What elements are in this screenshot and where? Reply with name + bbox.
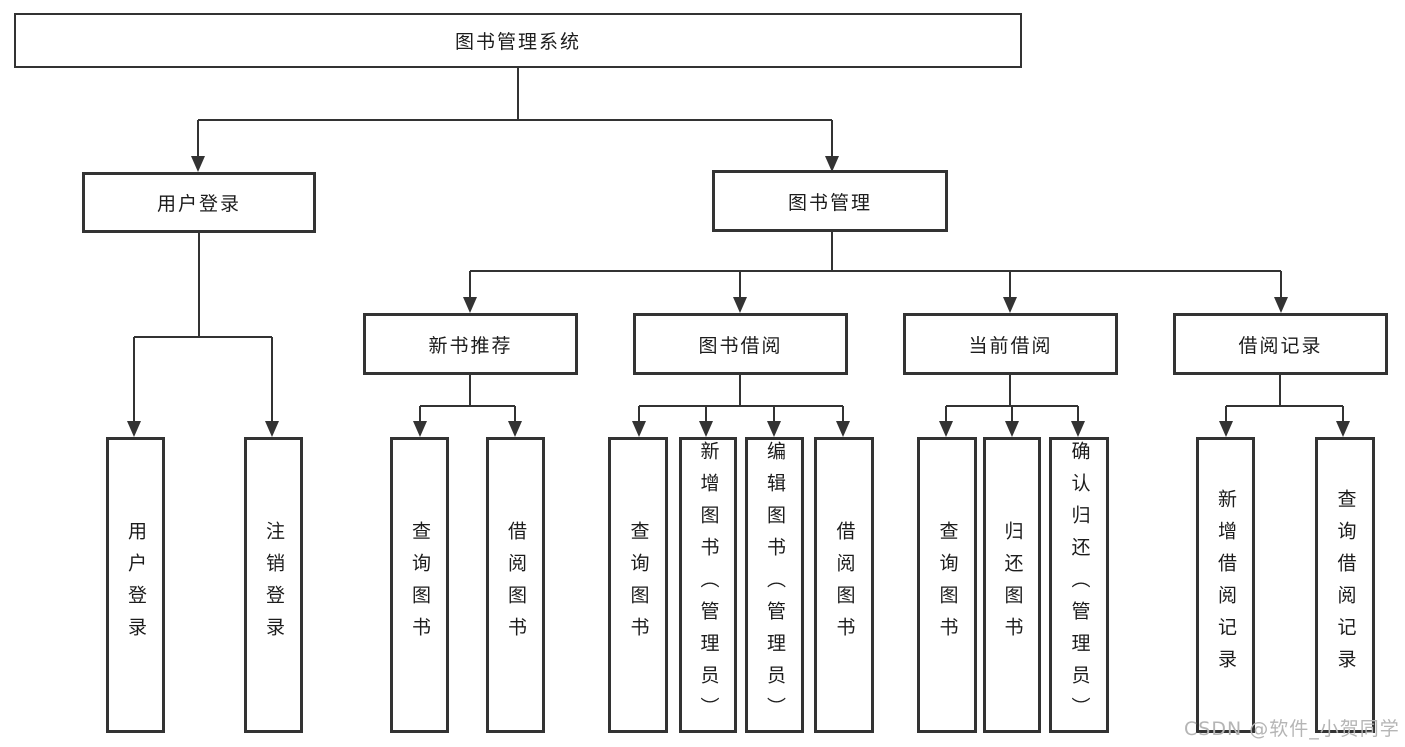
leaf-add-borrow-record: 新增借阅记录: [1196, 437, 1255, 733]
node-label: 图书管理系统: [454, 31, 581, 53]
node-label: 确认归还（管理员）: [1068, 441, 1091, 729]
node-label: 借阅图书: [833, 521, 856, 649]
leaf-edit-book-admin: 编辑图书（管理员）: [745, 437, 804, 733]
node-borrow-record: 借阅记录: [1173, 313, 1388, 375]
leaf-user-login: 用户登录: [106, 437, 165, 733]
node-label: 查询图书: [409, 521, 431, 649]
node-book-management: 图书管理: [712, 170, 948, 232]
node-label: 新增图书（管理员）: [697, 441, 720, 729]
node-label: 图书管理: [787, 191, 872, 214]
leaf-logout-login: 注销登录: [244, 437, 303, 733]
node-label: 用户登录: [156, 193, 241, 215]
node-label: 编辑图书（管理员）: [764, 441, 786, 729]
node-label: 借阅图书: [505, 521, 527, 649]
node-label: 查询图书: [627, 521, 650, 649]
leaf-query-borrow-record: 查询借阅记录: [1315, 437, 1375, 733]
node-label: 查询图书: [936, 521, 959, 649]
leaf-query-book-recommend: 查询图书: [390, 437, 449, 733]
node-user-login: 用户登录: [82, 172, 316, 233]
node-label: 图书借阅: [698, 334, 783, 357]
node-label: 注销登录: [263, 521, 285, 649]
node-label: 用户登录: [125, 521, 147, 649]
leaf-query-book-current: 查询图书: [917, 437, 977, 733]
node-current-borrow: 当前借阅: [903, 313, 1118, 375]
leaf-return-book: 归还图书: [983, 437, 1041, 733]
leaf-query-book-borrow: 查询图书: [608, 437, 668, 733]
node-label: 查询借阅记录: [1334, 489, 1357, 681]
node-label: 新增借阅记录: [1215, 489, 1237, 681]
node-new-book-recommend: 新书推荐: [363, 313, 578, 375]
csdn-watermark: CSDN @软件_小贺同学: [1184, 718, 1400, 740]
leaf-confirm-return-admin: 确认归还（管理员）: [1049, 437, 1109, 733]
leaf-borrow-book: 借阅图书: [814, 437, 874, 733]
node-label: 新书推荐: [428, 334, 513, 357]
leaf-borrow-book-recommend: 借阅图书: [486, 437, 545, 733]
node-label: 借阅记录: [1238, 334, 1323, 357]
node-book-borrow: 图书借阅: [633, 313, 848, 375]
node-label: 归还图书: [1001, 521, 1024, 649]
leaf-add-book-admin: 新增图书（管理员）: [679, 437, 737, 733]
node-library-management-system: 图书管理系统: [14, 13, 1022, 68]
node-label: 当前借阅: [968, 334, 1053, 357]
